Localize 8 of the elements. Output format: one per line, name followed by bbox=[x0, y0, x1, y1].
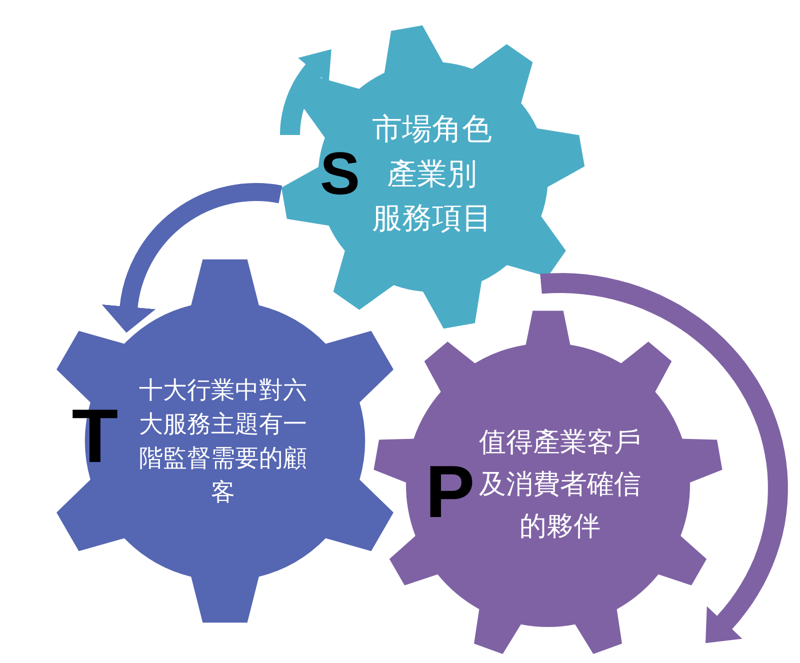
gear-label: 值得產業客戶及消費者確信的夥伴 bbox=[478, 426, 642, 544]
gear-label: 產業別 bbox=[387, 157, 477, 193]
curved-arrow bbox=[102, 183, 282, 333]
gear-label: 十大行業中對六大服務主題有一階監督需要的顧客 bbox=[138, 375, 308, 508]
gear-label: 服務項目 bbox=[372, 201, 492, 237]
gear-label: 市場角色 bbox=[372, 112, 492, 148]
gear-letter: S bbox=[320, 144, 360, 204]
gear-letter: P bbox=[425, 455, 475, 529]
